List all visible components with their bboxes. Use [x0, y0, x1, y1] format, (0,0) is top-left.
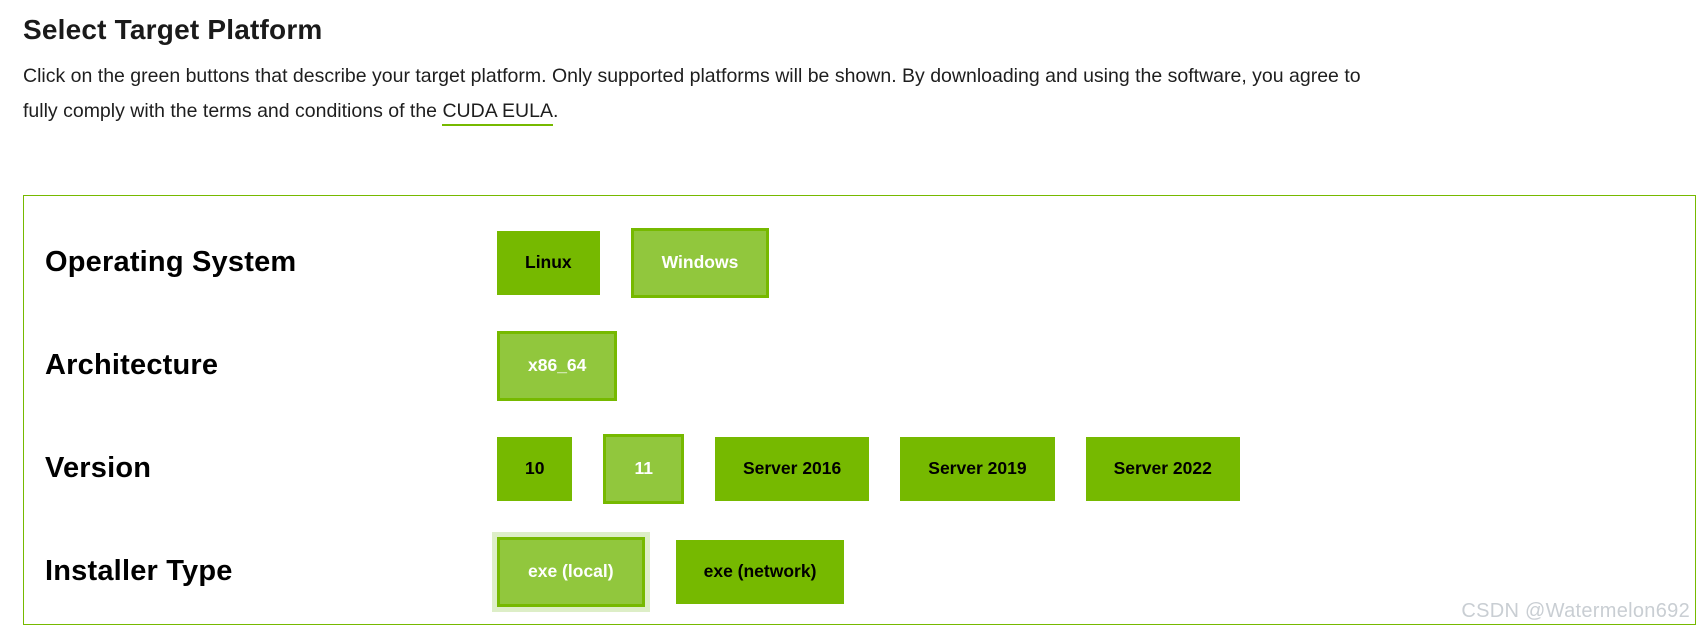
version-buttons: 10 11 Server 2016 Server 2019 Server 202…: [497, 433, 1240, 504]
description-line2-prefix: fully comply with the terms and conditio…: [23, 100, 443, 122]
row-label-architecture: Architecture: [45, 349, 219, 381]
platform-selector-box: Operating System Linux Windows Architect…: [23, 195, 1696, 625]
installer-type-buttons: exe (local) exe (network): [497, 536, 845, 607]
description-line1: Click on the green buttons that describe…: [23, 65, 1361, 87]
row-label-version: Version: [45, 452, 152, 484]
row-label-operating-system: Operating System: [45, 246, 297, 278]
cuda-eula-link[interactable]: CUDA EULA: [442, 100, 553, 126]
button-11[interactable]: 11: [603, 433, 684, 504]
button-x86-64[interactable]: x86_64: [497, 330, 618, 401]
button-10[interactable]: 10: [497, 436, 573, 501]
button-server-2022[interactable]: Server 2022: [1085, 436, 1240, 501]
row-installer-type: Installer Type exe (local) exe (network): [45, 520, 1695, 623]
description: Click on the green buttons that describe…: [23, 59, 1563, 129]
row-version: Version 10 11 Server 2016 Server 2019 Se…: [45, 417, 1695, 520]
row-operating-system: Operating System Linux Windows: [45, 211, 1695, 314]
button-exe-local[interactable]: exe (local): [497, 536, 645, 607]
operating-system-buttons: Linux Windows: [497, 227, 770, 298]
button-server-2019[interactable]: Server 2019: [900, 436, 1055, 501]
button-server-2016[interactable]: Server 2016: [714, 436, 870, 501]
button-linux[interactable]: Linux: [497, 230, 600, 295]
architecture-buttons: x86_64: [497, 330, 618, 401]
button-exe-network[interactable]: exe (network): [675, 539, 845, 604]
page-title: Select Target Platform: [23, 14, 323, 45]
description-line2-suffix: .: [553, 100, 559, 122]
row-label-installer-type: Installer Type: [45, 555, 233, 587]
row-architecture: Architecture x86_64: [45, 314, 1695, 417]
button-windows[interactable]: Windows: [630, 227, 770, 298]
